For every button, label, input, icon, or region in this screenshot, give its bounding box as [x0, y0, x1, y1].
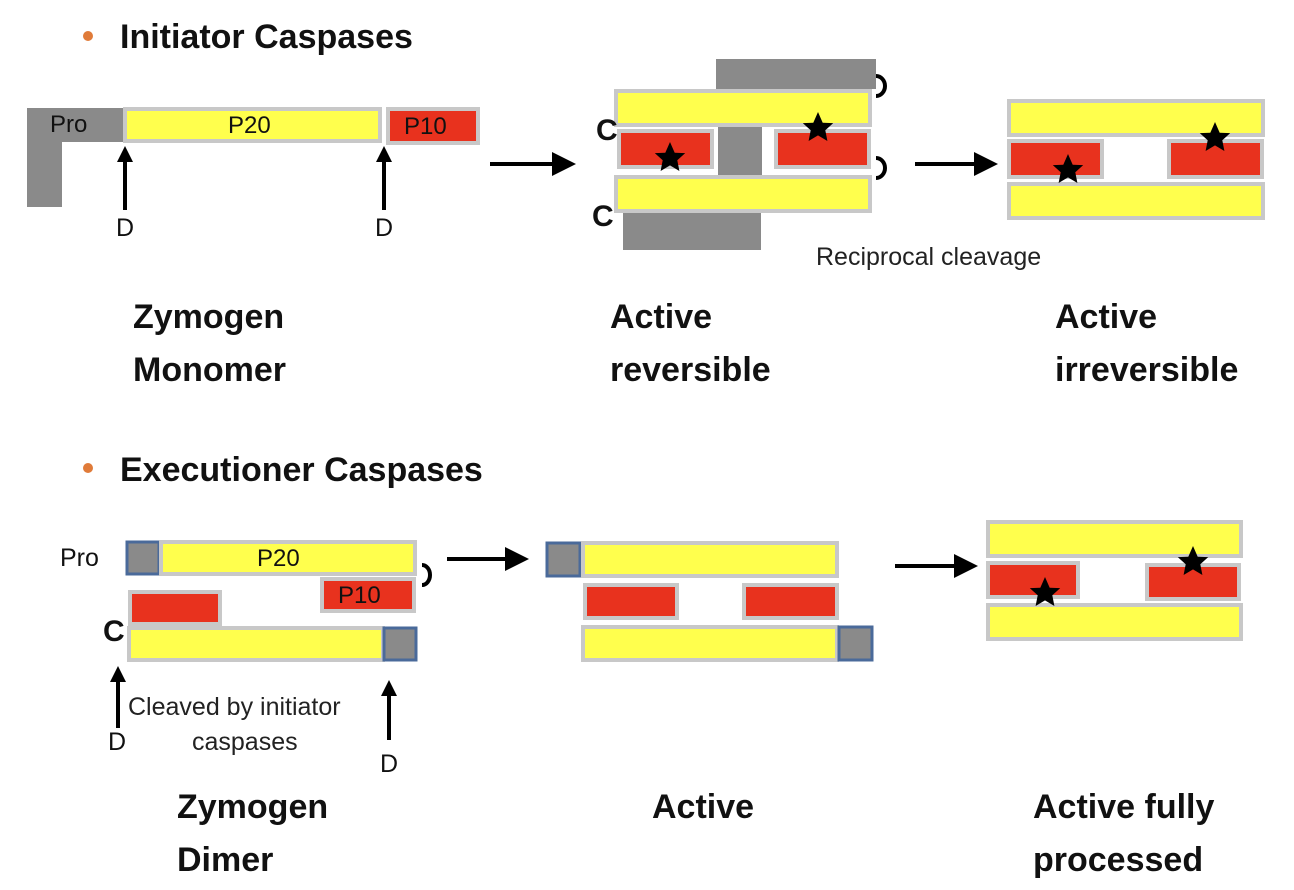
transition-arrow — [915, 152, 998, 176]
p10-subunit — [1167, 139, 1264, 179]
initiator-zymogen-monomer: Pro P20 P10 D D — [27, 107, 480, 242]
p20-subunit — [581, 625, 839, 662]
p10-subunit — [386, 107, 480, 145]
pro-label: Pro — [60, 544, 99, 572]
p20-subunit — [127, 626, 385, 662]
terminus-mark — [875, 156, 887, 180]
p20-subunit — [1007, 182, 1265, 220]
p20-subunit — [159, 540, 417, 576]
stage-caption-line1: Active — [652, 788, 754, 826]
bullet-executioner — [83, 463, 93, 473]
pro-label: Pro — [50, 111, 87, 138]
stage-caption-line2: irreversible — [1055, 351, 1238, 389]
p10-subunit — [320, 577, 416, 613]
d-label-left: D — [108, 728, 126, 756]
d-label-left: D — [116, 214, 134, 242]
p20-subunit — [614, 89, 872, 127]
p20-subunit — [1007, 99, 1265, 137]
executioner-zymogen-dimer: Pro P20 P10 C D D Cleaved by initiator c… — [60, 540, 432, 778]
p10-subunit — [986, 561, 1080, 599]
stage-caption-line2: processed — [1033, 841, 1203, 879]
p20-label: P20 — [257, 545, 300, 572]
cleaved-note-line1: Cleaved by initiator — [128, 693, 341, 721]
arrowhead — [110, 666, 126, 682]
p20-subunit — [986, 520, 1243, 558]
arrowhead — [117, 146, 133, 162]
executioner-title: Executioner Caspases — [120, 451, 483, 489]
terminus-mark — [875, 74, 887, 98]
p10-subunit — [1145, 563, 1241, 601]
arrowhead — [376, 146, 392, 162]
d-label-right: D — [380, 750, 398, 778]
initiator-active-reversible: C C — [592, 59, 887, 250]
pro-domain — [27, 108, 125, 207]
c-terminus-label: C — [596, 114, 618, 147]
p10-subunit — [742, 583, 839, 620]
c-terminus-label: C — [103, 615, 125, 648]
p10-label: P10 — [404, 113, 447, 140]
stage-caption-line1: Zymogen — [133, 298, 284, 336]
c-terminus-label: C — [592, 200, 614, 233]
pro-domain — [718, 120, 762, 180]
p20-subunit — [986, 603, 1243, 641]
transition-arrow — [895, 554, 978, 578]
stage-caption-line2: reversible — [610, 351, 771, 389]
pro-domain-square — [125, 540, 161, 576]
arrowhead — [381, 680, 397, 696]
p20-subunit — [123, 107, 382, 143]
transition-arrow — [447, 547, 529, 571]
transition-arrow — [490, 152, 576, 176]
p10-subunit — [583, 583, 679, 620]
cleaved-note-line2: caspases — [192, 728, 298, 756]
p20-subunit — [614, 175, 872, 213]
initiator-title: Initiator Caspases — [120, 18, 413, 56]
stage-caption-line1: Active — [610, 298, 712, 336]
p10-label: P10 — [338, 582, 381, 609]
executioner-active — [545, 541, 874, 662]
pro-domain-square — [382, 626, 418, 662]
d-label-right: D — [375, 214, 393, 242]
pro-domain — [623, 212, 761, 250]
bullet-initiator — [83, 31, 93, 41]
stage-caption-line1: Active — [1055, 298, 1157, 336]
reciprocal-cleavage-note: Reciprocal cleavage — [816, 243, 1041, 271]
stage-caption-line2: Dimer — [177, 841, 273, 879]
stage-caption-line2: Monomer — [133, 351, 286, 389]
p10-subunit — [1007, 139, 1104, 179]
p20-label: P20 — [228, 112, 271, 139]
stage-caption-line1: Zymogen — [177, 788, 328, 826]
terminus-mark — [421, 563, 432, 587]
p20-subunit — [581, 541, 839, 578]
pro-domain — [716, 59, 876, 89]
pro-domain-square — [545, 541, 582, 578]
stage-caption-line1: Active fully — [1033, 788, 1214, 826]
initiator-active-irreversible — [1007, 99, 1265, 220]
executioner-active-fully-processed — [986, 520, 1243, 641]
p10-subunit — [128, 590, 222, 626]
pro-domain-square — [837, 625, 874, 662]
